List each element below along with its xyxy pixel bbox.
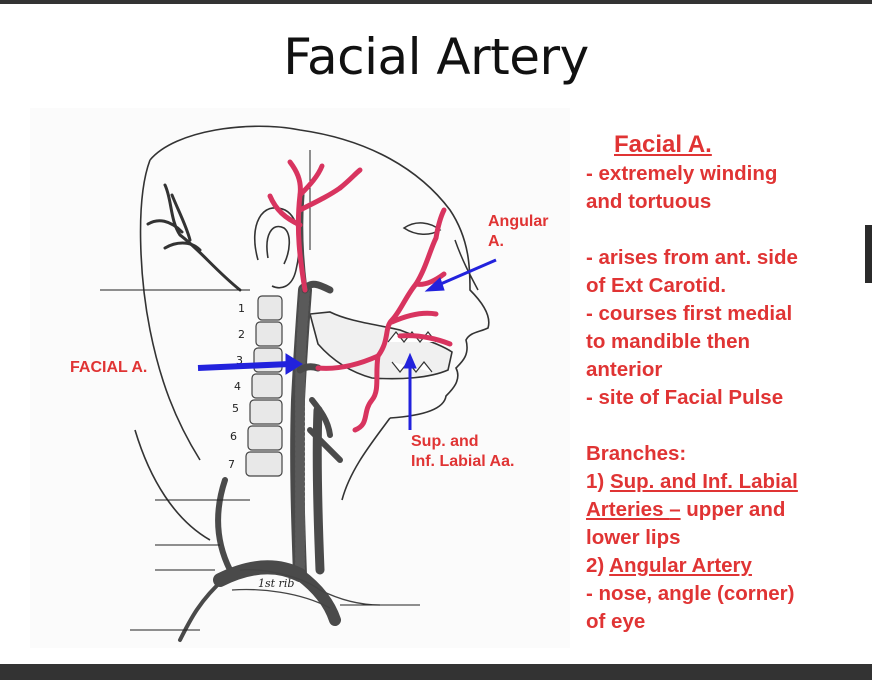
branch-2-name: Angular Artery: [609, 554, 752, 577]
carotid-arteries: [290, 192, 343, 582]
vertebra-numbers: 1 2 3 4 5 6 7: [228, 302, 245, 471]
pointer-arrows: [197, 258, 497, 430]
rib-outline: [231, 569, 381, 609]
notes-line: - site of Facial Pulse: [586, 386, 784, 409]
anatomy-diagram: 1 2 3 4 5 6 7 1: [0, 100, 580, 660]
branch-2-desc2: of eye: [586, 610, 646, 633]
label-angular-artery: Angular A.: [488, 212, 568, 252]
angular-arrow-head: [424, 277, 445, 292]
facial-artery-paths: [267, 159, 453, 433]
branch-1-dash: –: [669, 498, 681, 521]
notes-heading: Facial A.: [614, 131, 712, 158]
notes-line: to mandible then: [586, 330, 750, 353]
branch-1-name-b: Arteries: [586, 498, 670, 521]
window-bottom-bar: [0, 664, 872, 680]
branch-1-desc2: lower lips: [586, 526, 681, 549]
notes-panel: Facial A. - extremely winding and tortuo…: [586, 130, 856, 636]
branch-2-desc: - nose, angle (corner): [586, 582, 795, 605]
vertebra-number-7: 7: [228, 458, 235, 471]
vertebra-number-1: 1: [238, 302, 245, 315]
label-facial-artery: FACIAL A.: [70, 359, 148, 376]
head-neck-illustration: 1 2 3 4 5 6 7 1: [30, 108, 570, 648]
branch-1-line2: Arteries – upper and: [586, 496, 856, 524]
angular-arrow-shaft: [435, 258, 497, 288]
branch-2-prefix: 2): [586, 554, 610, 577]
facial-arrow-head: [285, 353, 303, 375]
slide-title: Facial Artery: [283, 28, 589, 86]
notes-line: of Ext Carotid.: [586, 274, 727, 297]
notes-gap: [586, 216, 856, 244]
rib-label: 1st rib: [258, 577, 294, 590]
occipital-branches: [146, 183, 242, 292]
facial-arrow-shaft: [197, 361, 291, 371]
branch-1-desc: upper and: [680, 498, 786, 521]
label-angular-line2: A.: [488, 233, 504, 250]
vertebra-number-5: 5: [232, 402, 239, 415]
notes-line: anterior: [586, 358, 663, 381]
label-labial-line2: Inf. Labial Aa.: [411, 453, 515, 470]
label-labial-arteries: Sup. and Inf. Labial Aa.: [411, 432, 551, 472]
label-labial-line1: Sup. and: [411, 433, 479, 450]
notes-line: - extremely winding: [586, 162, 778, 185]
window-top-bar: [0, 0, 872, 4]
label-angular-line1: Angular: [488, 213, 549, 230]
vertebra-number-6: 6: [230, 430, 237, 443]
branch-1-prefix: 1): [586, 470, 610, 493]
notes-line: - arises from ant. side: [586, 246, 798, 269]
notes-gap: [586, 412, 856, 440]
head-outline: [134, 125, 490, 541]
branches-heading: Branches:: [586, 442, 687, 465]
mandible: [308, 311, 453, 380]
vertebra-number-4: 4: [234, 380, 241, 393]
notes-line: - courses first medial: [586, 302, 793, 325]
branch-1-line: 1) Sup. and Inf. Labial: [586, 468, 856, 496]
notes-line: and tortuous: [586, 190, 712, 213]
branch-1-name-a: Sup. and Inf. Labial: [609, 470, 798, 493]
labial-arrow-head: [403, 352, 417, 369]
window-edge-tab: [865, 225, 872, 283]
branch-2-line: 2) Angular Artery: [586, 552, 856, 580]
leader-lines: [100, 150, 420, 631]
subclavian-arteries: [178, 477, 341, 642]
vertebra-number-3: 3: [236, 354, 243, 367]
vertebra-number-2: 2: [238, 328, 245, 341]
